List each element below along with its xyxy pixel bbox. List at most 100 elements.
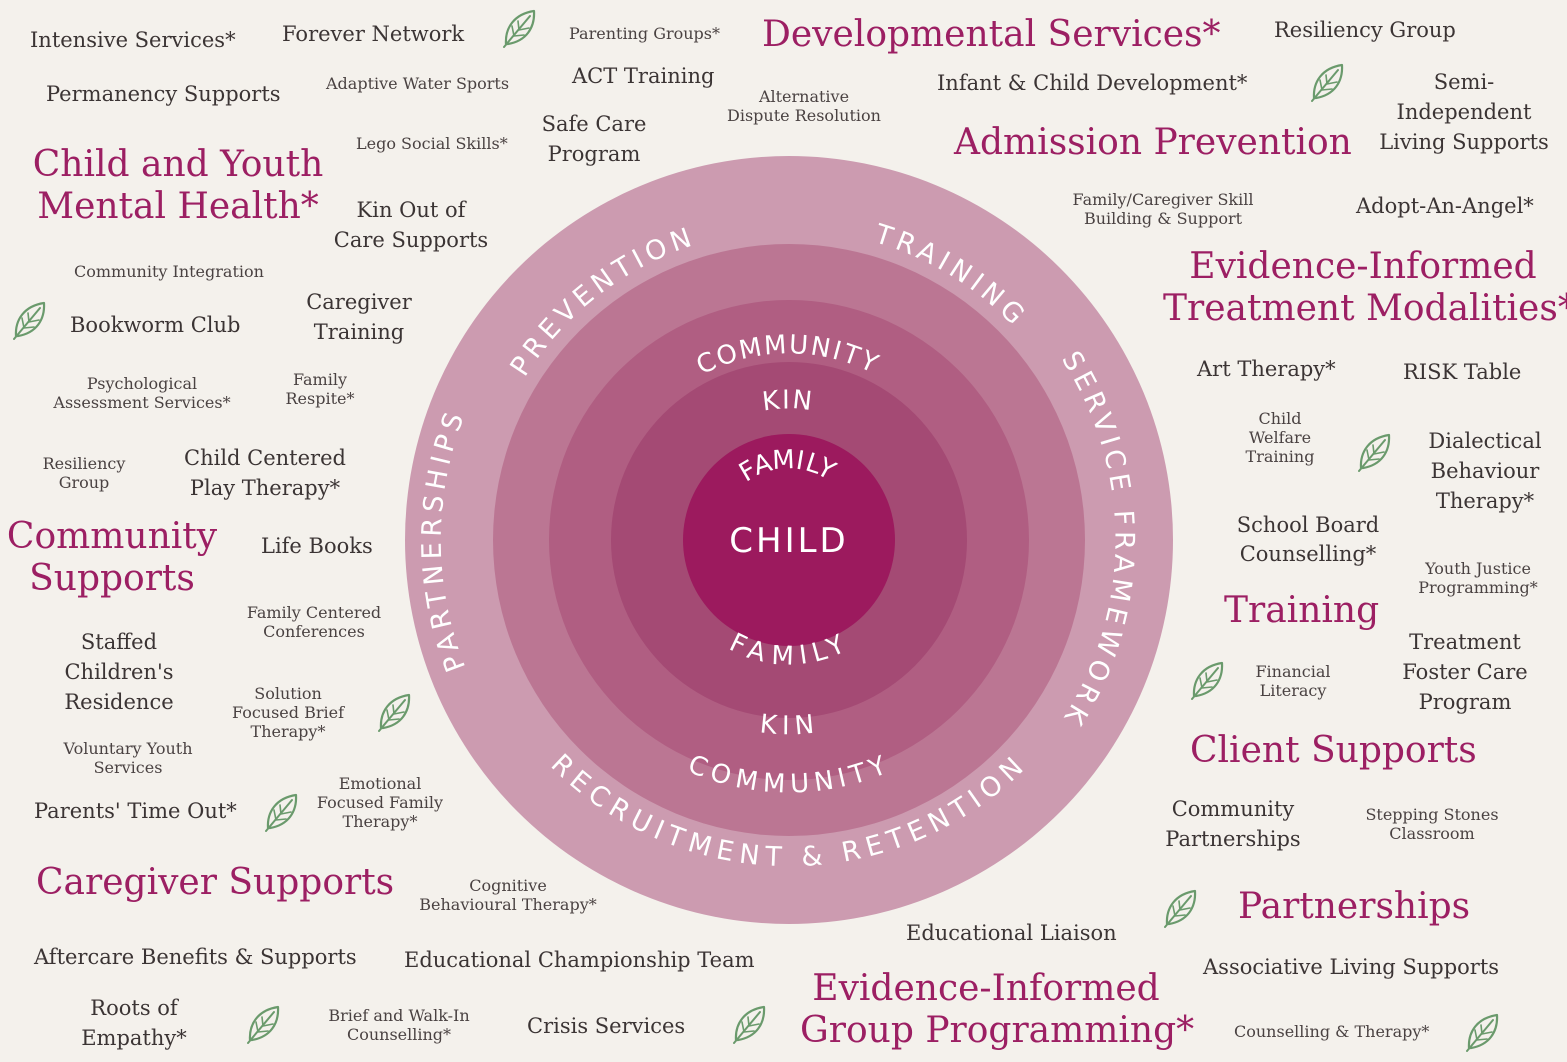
item-family-respite: Family Respite*	[282, 370, 358, 408]
item-line: Respite*	[285, 389, 355, 409]
item-line: Children's	[64, 659, 174, 684]
item-dialectical-behaviour-therapy: Dialectical Behaviour Therapy*	[1420, 427, 1550, 516]
item-line: Financial	[1255, 662, 1331, 681]
item-line: Living Supports	[1379, 129, 1549, 154]
item-parenting-groups: Parenting Groups*	[569, 24, 721, 43]
leaf-icon	[502, 9, 536, 48]
item-line: Services	[93, 758, 163, 778]
item-line: Program	[547, 141, 641, 166]
item-line: Cognitive	[469, 876, 547, 895]
heading-line: Supports	[29, 558, 195, 600]
item-line: Emotional	[338, 774, 422, 793]
heading-client-supports: Client Supports	[1190, 730, 1477, 771]
item-aftercare-benefits: Aftercare Benefits & Supports	[34, 945, 357, 969]
item-community-partnerships: Community Partnerships	[1160, 795, 1306, 855]
item-line: Welfare	[1248, 428, 1312, 448]
item-lego-social-skills: Lego Social Skills*	[356, 134, 508, 153]
leaf-icon	[1465, 1013, 1499, 1052]
heading-line: Mental Health*	[37, 186, 319, 228]
leaf-icon	[732, 1005, 766, 1044]
item-risk-table: RISK Table	[1403, 360, 1522, 384]
item-line: Programming*	[1418, 578, 1538, 598]
item-line: Staffed	[80, 630, 158, 654]
item-line: Focused Brief	[231, 703, 345, 723]
item-permanency-supports: Permanency Supports	[46, 82, 281, 106]
leaf-icon	[1190, 661, 1224, 700]
item-line: Training	[313, 319, 405, 344]
item-resiliency-group: Resiliency Group	[1274, 18, 1456, 42]
leaf-icon	[12, 301, 46, 340]
item-line: Semi-	[1433, 70, 1495, 94]
item-line: Training	[1245, 447, 1315, 467]
item-line: Residence	[64, 689, 174, 714]
heading-community-supports: Community Supports	[6, 516, 218, 601]
item-line: Community	[1171, 797, 1295, 821]
item-line: Dialectical	[1428, 429, 1542, 453]
item-line: Counselling*	[346, 1025, 452, 1045]
item-adopt-an-angel: Adopt-An-Angel*	[1356, 194, 1534, 218]
item-treatment-foster-care: Treatment Foster Care Program	[1400, 628, 1530, 717]
item-adaptive-water-sports: Adaptive Water Sports	[326, 74, 510, 93]
heading-evidence-group: Evidence-Informed Group Programming*	[800, 968, 1195, 1053]
item-line: Dispute Resolution	[727, 106, 881, 126]
item-bookworm-club: Bookworm Club	[70, 313, 241, 337]
item-line: Family	[293, 370, 347, 389]
leaf-icon	[264, 793, 298, 832]
item-line: Empathy*	[81, 1025, 187, 1050]
item-line: Brief and Walk-In	[328, 1006, 470, 1025]
item-youth-justice-programming: Youth Justice Programming*	[1418, 559, 1538, 597]
item-act-training: ACT Training	[572, 64, 715, 88]
item-line: Behaviour	[1430, 458, 1540, 483]
item-line: Behavioural Therapy*	[419, 895, 597, 915]
item-line: Resiliency	[42, 454, 126, 473]
leaf-icon	[246, 1005, 280, 1044]
item-line: Child	[1258, 409, 1302, 428]
child-label: CHILD	[729, 521, 848, 561]
heading-line: Group Programming*	[800, 1010, 1195, 1052]
heading-line: Child and Youth	[32, 144, 324, 185]
leaf-icon	[1310, 63, 1344, 102]
leaf-icon	[1357, 433, 1391, 472]
item-counselling-therapy: Counselling & Therapy*	[1234, 1022, 1430, 1041]
heading-line: Evidence-Informed	[812, 968, 1160, 1009]
item-brief-walk-in-counselling: Brief and Walk-In Counselling*	[324, 1006, 474, 1044]
item-line: Family/Caregiver Skill	[1072, 190, 1254, 209]
item-line: Counselling*	[1239, 541, 1377, 566]
heading-training: Training	[1224, 590, 1380, 631]
item-line: Foster Care	[1402, 659, 1528, 684]
heading-line: Community	[6, 516, 218, 557]
item-line: Therapy*	[250, 722, 326, 742]
item-community-integration: Community Integration	[74, 262, 264, 281]
heading-partnerships: Partnerships	[1238, 886, 1471, 927]
item-line: Building & Support	[1083, 209, 1243, 229]
item-line: Roots of	[90, 996, 178, 1020]
item-alternative-dispute: Alternative Dispute Resolution	[724, 87, 884, 125]
item-associative-living-supports: Associative Living Supports	[1203, 955, 1500, 979]
item-family-caregiver-skill: Family/Caregiver Skill Building & Suppor…	[1070, 190, 1256, 228]
item-safe-care-program: Safe Care Program	[538, 110, 650, 170]
item-educational-championship-team: Educational Championship Team	[404, 948, 755, 972]
item-line: School Board	[1236, 513, 1380, 537]
item-cognitive-behavioural-therapy: Cognitive Behavioural Therapy*	[418, 876, 598, 914]
item-semi-independent-living: Semi- Independent Living Supports	[1376, 68, 1552, 157]
item-line: Conferences	[263, 622, 365, 642]
item-line: Classroom	[1389, 824, 1475, 844]
item-line: Therapy*	[342, 812, 418, 832]
heading-evidence-treatment: Evidence-Informed Treatment Modalities*	[1163, 246, 1567, 331]
child-center	[683, 434, 895, 646]
item-infant-child-development: Infant & Child Development*	[937, 71, 1248, 95]
leaf-icon	[1163, 889, 1197, 928]
item-staffed-childrens-residence: Staffed Children's Residence	[60, 628, 178, 717]
item-line: Solution	[254, 684, 322, 703]
item-kin-out-of-care: Kin Out of Care Supports	[330, 196, 492, 256]
item-line: Child Centered	[184, 446, 346, 470]
item-line: Voluntary Youth	[63, 739, 193, 758]
item-line: Psychological	[86, 374, 198, 393]
kin-top-label: KIN	[761, 385, 818, 417]
item-psychological-assessment: Psychological Assessment Services*	[52, 374, 232, 412]
item-life-books: Life Books	[261, 534, 373, 558]
item-line: Stepping Stones	[1365, 805, 1499, 824]
item-educational-liaison: Educational Liaison	[906, 921, 1117, 945]
item-line: Alternative	[758, 87, 850, 106]
